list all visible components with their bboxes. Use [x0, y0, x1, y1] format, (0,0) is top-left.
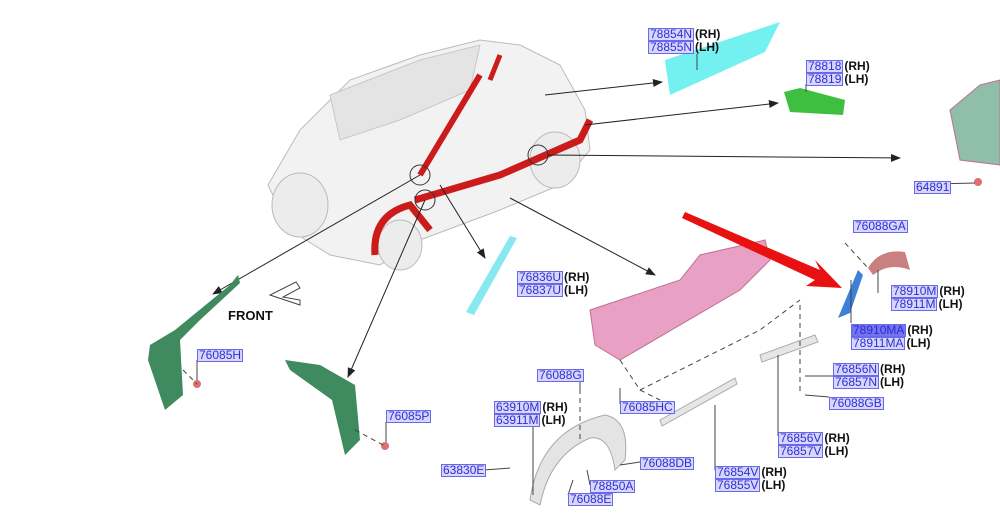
side-label: (LH): [541, 413, 566, 427]
part-number-link[interactable]: 76856V: [778, 431, 824, 445]
part-number-link[interactable]: 78854N: [648, 27, 695, 41]
side-label: (RH): [542, 400, 568, 414]
callout-78910M: 78910M(RH) 78911M(LH): [891, 285, 965, 311]
leader-arrows: [212, 79, 901, 378]
part-78818: [784, 88, 845, 115]
side-label: (LH): [564, 283, 589, 297]
part-number-link[interactable]: 76088GA: [853, 219, 908, 233]
vehicle-illustration: [267, 39, 594, 271]
part-number-link[interactable]: 76837U: [517, 283, 564, 297]
part-number-link[interactable]: 76857V: [778, 444, 824, 458]
part-number-link[interactable]: 76836U: [517, 270, 564, 284]
part-number-link[interactable]: 78910M: [891, 284, 939, 298]
side-label: (LH): [906, 336, 931, 350]
part-76836U: [466, 236, 517, 315]
callout-76856N: 76856N(RH) 76857N(LH): [833, 363, 905, 389]
part-78910M: [868, 251, 910, 275]
part-number-link[interactable]: 76854V: [715, 465, 761, 479]
part-number-link[interactable]: 78911MA: [851, 336, 906, 350]
callout-64891: 64891: [914, 180, 952, 194]
part-76856V: [759, 334, 819, 363]
side-label: (RH): [880, 362, 906, 376]
front-direction-label: FRONT: [228, 308, 273, 323]
callout-78910MA: 78910MA(RH) 78911MA(LH): [851, 324, 933, 350]
part-76085P-pillar: [285, 360, 360, 455]
side-label: (LH): [761, 478, 786, 492]
callout-76088E: 76088E: [568, 492, 614, 506]
front-arrow-icon: [268, 281, 301, 306]
part-number-link[interactable]: 76088E: [568, 492, 614, 506]
callout-76088GA: 76088GA: [853, 220, 908, 233]
part-number-link[interactable]: 76855V: [715, 478, 761, 492]
part-number-link[interactable]: 76857N: [833, 375, 880, 389]
part-number-link[interactable]: 76088DB: [640, 456, 695, 470]
part-78854N: [665, 22, 780, 95]
callout-76085P: 76085P: [386, 409, 432, 423]
part-64891: [974, 178, 982, 186]
callout-78818: 78818(RH) 78819(LH): [806, 60, 870, 86]
red-pointer-arrow: [682, 212, 842, 288]
side-label: (RH): [939, 284, 965, 298]
callout-76088DB: 76088DB: [640, 456, 695, 470]
part-number-link[interactable]: 63911M: [494, 413, 541, 427]
part-number-link[interactable]: 78850A: [590, 479, 636, 493]
part-63910M-arch: [529, 414, 627, 506]
callout-63910M: 63910M(RH) 63911M(LH): [494, 401, 568, 427]
side-label: (LH): [938, 297, 963, 311]
side-label: (RH): [564, 270, 590, 284]
part-number-link[interactable]: 76088GB: [829, 396, 884, 410]
part-number-link[interactable]: 76085HC: [620, 400, 675, 414]
side-label: (RH): [907, 323, 933, 337]
part-number-link[interactable]: 78818: [806, 59, 844, 73]
part-number-link[interactable]: 64891: [914, 180, 952, 194]
assembly-dashed-lines: [182, 242, 869, 447]
callout-63830E: 63830E: [441, 463, 487, 477]
part-number-link-highlighted[interactable]: 78910MA: [851, 323, 907, 337]
callout-76856V: 76856V(RH) 76857V(LH): [778, 432, 850, 458]
side-label: (LH): [844, 72, 869, 86]
callout-76088GB: 76088GB: [829, 397, 884, 410]
callout-76854V: 76854V(RH) 76855V(LH): [715, 466, 787, 492]
part-number-link[interactable]: 76856N: [833, 362, 880, 376]
side-label: (RH): [824, 431, 850, 445]
side-label: (RH): [761, 465, 787, 479]
part-76085H-pillar: [148, 275, 240, 410]
part-76085P: [381, 442, 389, 450]
callout-76085H: 76085H: [197, 348, 244, 362]
callout-78854N: 78854N(RH) 78855N(LH): [648, 28, 720, 54]
part-76854V: [659, 377, 738, 427]
side-label: (LH): [824, 444, 849, 458]
callout-76088G: 76088G: [537, 369, 584, 382]
side-label: (RH): [844, 59, 870, 73]
part-number-link[interactable]: 78819: [806, 72, 844, 86]
part-number-link[interactable]: 63910M: [494, 400, 542, 414]
part-number-link[interactable]: 76085H: [197, 348, 244, 362]
side-label: (LH): [695, 40, 720, 54]
part-number-link[interactable]: 76085P: [386, 409, 432, 423]
callout-78850A: 78850A: [590, 479, 636, 493]
part-64891-panel: [949, 79, 1000, 166]
part-number-link[interactable]: 78911M: [891, 297, 938, 311]
part-side-sill: [589, 239, 771, 361]
side-label: (RH): [695, 27, 721, 41]
side-label: (LH): [880, 375, 905, 389]
part-number-link[interactable]: 63830E: [441, 463, 487, 477]
callout-76085HC: 76085HC: [620, 401, 675, 414]
part-number-link[interactable]: 78855N: [648, 40, 695, 54]
callout-76836U: 76836U(RH) 76837U(LH): [517, 271, 589, 297]
part-number-link[interactable]: 76088G: [537, 368, 584, 382]
